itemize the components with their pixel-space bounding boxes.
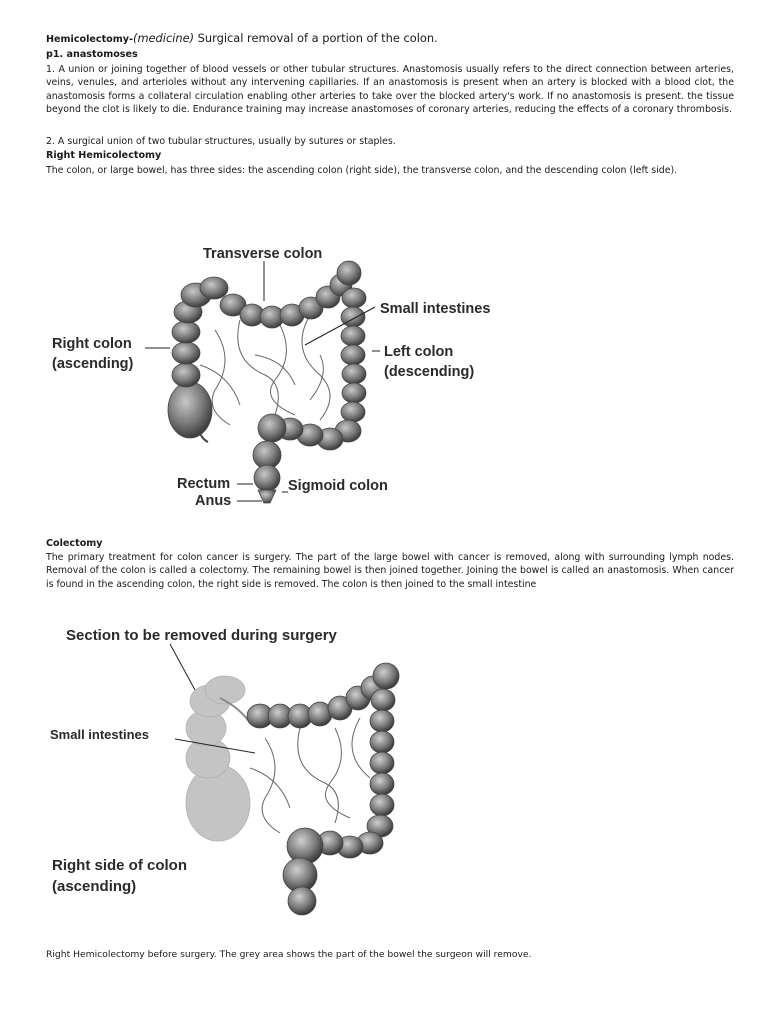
diagram2-labels: Section to be removed during surgery Sma…	[50, 627, 338, 895]
title-term: Hemicolectomy-	[46, 34, 133, 45]
label-right-colon-ascending: (ascending)	[52, 356, 134, 372]
heading-right-hemicolectomy: Right Hemicolectomy	[46, 150, 162, 161]
label-right-side-ascending: (ascending)	[52, 878, 136, 895]
label-left-colon-descending: (descending)	[384, 364, 474, 380]
removed-section-shading	[185, 675, 251, 842]
label-small-intestines-2: Small intestines	[50, 727, 149, 742]
remaining-colon-segments	[246, 662, 400, 916]
label-small-intestines: Small intestines	[380, 301, 490, 317]
label-rectum: Rectum	[177, 476, 230, 492]
hemicolectomy-diagram: Section to be removed during surgery Sma…	[50, 627, 400, 916]
anastomoses-definition-1: 1. A union or joining together of blood …	[46, 64, 734, 116]
colon-segments	[167, 260, 367, 504]
appendix	[197, 429, 209, 443]
title-definition: Surgical removal of a portion of the col…	[194, 31, 438, 45]
diagram-leader-lines	[145, 261, 380, 502]
colectomy-paragraph: The primary treatment for colon cancer i…	[46, 552, 734, 590]
label-right-colon: Right colon	[52, 336, 132, 352]
heading-colectomy: Colectomy	[46, 538, 103, 549]
label-section-removed: Section to be removed during surgery	[66, 627, 338, 644]
figure-caption: Right Hemicolectomy before surgery. The …	[46, 949, 532, 960]
small-intestine-vessels-2	[249, 717, 371, 834]
colon-sides-paragraph: The colon, or large bowel, has three sid…	[46, 165, 678, 176]
colon-anatomy-diagram: Transverse colon Small intestines Right …	[52, 246, 490, 509]
label-right-side-of-colon: Right side of colon	[52, 857, 187, 874]
document-title: Hemicolectomy-(medicine) Surgical remova…	[46, 31, 438, 45]
label-sigmoid-colon: Sigmoid colon	[288, 478, 388, 494]
heading-anastomoses: p1. anastomoses	[46, 49, 138, 60]
diagram-labels: Transverse colon Small intestines Right …	[52, 246, 490, 509]
diagram2-leader-lines	[169, 643, 256, 754]
anastomoses-definition-2: 2. A surgical union of two tubular struc…	[46, 136, 396, 147]
small-intestine-vessels	[199, 314, 331, 426]
label-anus: Anus	[195, 493, 231, 509]
title-field: (medicine)	[133, 31, 195, 45]
label-transverse-colon: Transverse colon	[203, 246, 322, 262]
label-left-colon: Left colon	[384, 344, 453, 360]
